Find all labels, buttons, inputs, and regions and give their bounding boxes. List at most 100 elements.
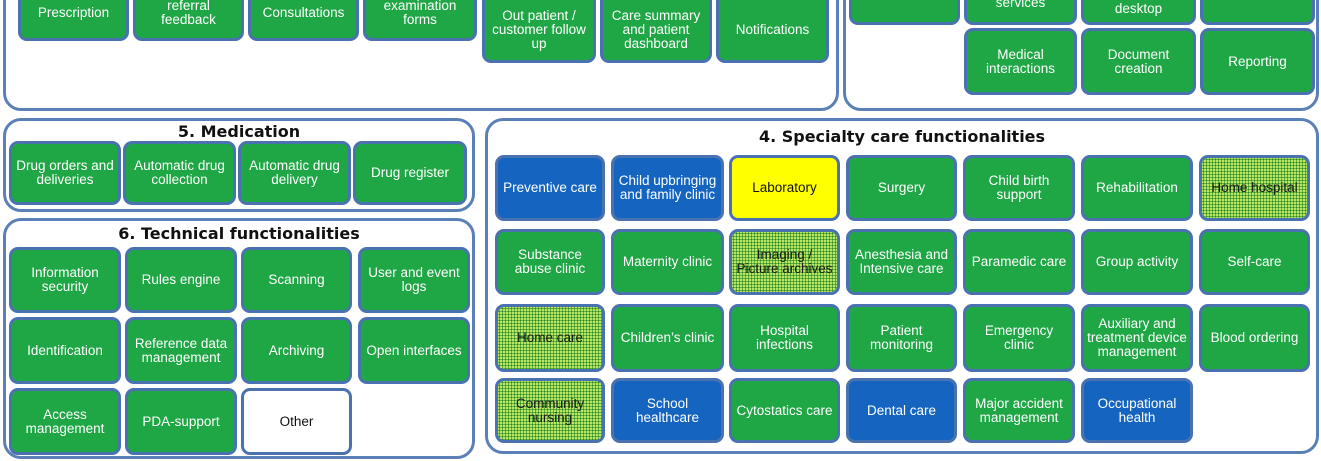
function-box-medical-interactions: Medical interactions [964,28,1077,95]
function-box-other: Other [241,388,352,455]
box-label: Open interfaces [366,342,462,358]
function-box-specialty: Cytostatics care [729,378,840,443]
function-box-specialty: Preventive care [495,155,605,221]
function-box-specialty: Major accident management [963,378,1075,443]
box-label: Auxiliary and treatment device managemen… [1087,316,1187,359]
function-box-scanning: Scanning [241,247,352,313]
function-box-specialty: Group activity [1081,229,1193,295]
box-label: Other [279,413,314,429]
function-box-specialty: Self-care [1199,229,1310,295]
function-box-automatic-drug-collection: Automatic drug collection [123,141,236,205]
box-label: Scanning [268,272,325,287]
function-box-specialty: School healthcare [611,378,724,443]
function-box-drug-register: Drug register [353,141,467,205]
function-box-specialty: Dental care [846,378,957,443]
panel-title-medication: 5. Medication [177,122,301,141]
box-label: Automatic drug collection [134,158,225,187]
box-label: Cytostatics care [736,402,833,418]
box-label: Patient monitoring [869,323,934,352]
function-box-referral-feedback: referral feedback [133,0,244,41]
box-label: Anesthesia and Intensive care [854,247,949,276]
function-box-specialty: Rehabilitation [1081,155,1193,221]
box-label: Emergency clinic [984,323,1054,352]
function-box-specialty: Laboratory [729,155,840,221]
box-label: Consultations [262,5,345,20]
function-box-identification: Identification [9,317,121,384]
panel-medication: 5. Medication Drug orders and deliveries… [3,118,475,212]
box-label: PDA-support [142,413,220,429]
function-box-specialty: Children’s clinic [611,304,724,372]
box-label: Reporting [1228,53,1287,69]
box-label: School healthcare [635,395,700,425]
box-label: Access management [25,406,105,436]
function-box-specialty: Child upbringing and family clinic [611,155,724,221]
function-box-specialty: Imaging / Picture archives [729,229,840,295]
function-box-rules-engine: Rules engine [125,247,237,313]
box-label: Children’s clinic [620,330,715,345]
function-box-document-creation: Document creation [1081,28,1196,95]
box-label: Information security [31,265,99,294]
function-box-specialty: Occupational health [1081,378,1193,443]
box-label: Major accident management [975,395,1063,425]
function-box-out-patient-follow-up: Out patient / customer follow up [482,0,596,63]
box-label: desktop [1114,1,1163,16]
box-label: Care summary and patient dashboard [611,8,701,51]
box-label: examination forms [383,0,457,27]
box-label: Occupational health [1097,395,1177,425]
box-label: Child upbringing and family clinic [618,173,717,202]
box-label: Hospital infections [755,323,814,352]
box-label: referral feedback [161,0,216,27]
function-box-specialty: Emergency clinic [963,304,1075,372]
function-box-specialty: Auxiliary and treatment device managemen… [1081,304,1193,372]
box-label: Drug orders and deliveries [16,158,114,187]
function-box-specialty: Blood ordering [1199,304,1310,372]
function-box-specialty: Hospital infections [729,304,840,372]
function-box-consultations: Consultations [248,0,359,41]
box-label: Archiving [268,342,325,358]
function-box-top-4 [1200,0,1315,25]
function-box-specialty: Surgery [846,155,957,221]
box-label: Group activity [1095,254,1179,269]
box-label: Document creation [1107,46,1170,76]
function-box-specialty: Maternity clinic [611,229,724,295]
box-label: Out patient / customer follow up [492,8,586,51]
function-box-specialty: Paramedic care [963,229,1075,295]
function-box-specialty: Anesthesia and Intensive care [846,229,957,295]
panel-top-right: services desktop Medical interactions Do… [843,0,1319,111]
function-box-top-1 [849,0,960,25]
function-box-information-security: Information security [9,247,121,313]
panel-title-specialty: 4. Specialty care functionalities [758,127,1046,146]
box-label: Notifications [735,22,810,37]
box-label: User and event logs [368,265,460,294]
function-box-reference-data: Reference data management [125,317,237,384]
function-box-specialty: Community nursing [495,378,605,443]
box-label: Maternity clinic [622,254,713,269]
box-label: Community nursing [515,395,585,425]
box-label: Rules engine [141,272,221,287]
function-box-archiving: Archiving [241,317,352,384]
box-label: Substance abuse clinic [514,247,586,276]
function-box-drug-orders: Drug orders and deliveries [9,141,121,205]
function-box-services: services [964,0,1077,25]
function-box-reporting: Reporting [1200,28,1315,95]
box-label: Surgery [877,180,926,195]
box-label: Reference data management [134,335,228,365]
function-box-user-event-logs: User and event logs [358,247,470,313]
box-label: services [995,0,1046,10]
box-label: Home care [516,330,584,345]
function-box-pda-support: PDA-support [125,388,237,455]
function-box-specialty: Patient monitoring [846,304,957,372]
box-label: Medical interactions [985,46,1056,76]
box-label: Home hospital [1211,180,1298,195]
function-box-notifications: Notifications [716,0,829,63]
box-label: Automatic drug delivery [249,158,340,187]
function-box-desktop: desktop [1081,0,1196,25]
function-box-examination-forms: examination forms [363,0,477,41]
box-label: Rehabilitation [1096,180,1178,195]
function-box-specialty: Child birth support [963,155,1075,221]
function-box-prescription: Prescription [18,0,129,41]
function-box-automatic-drug-delivery: Automatic drug delivery [238,141,351,205]
box-label: Drug register [370,165,450,180]
panel-technical: 6. Technical functionalities Information… [3,218,475,459]
box-label: Preventive care [503,180,597,195]
